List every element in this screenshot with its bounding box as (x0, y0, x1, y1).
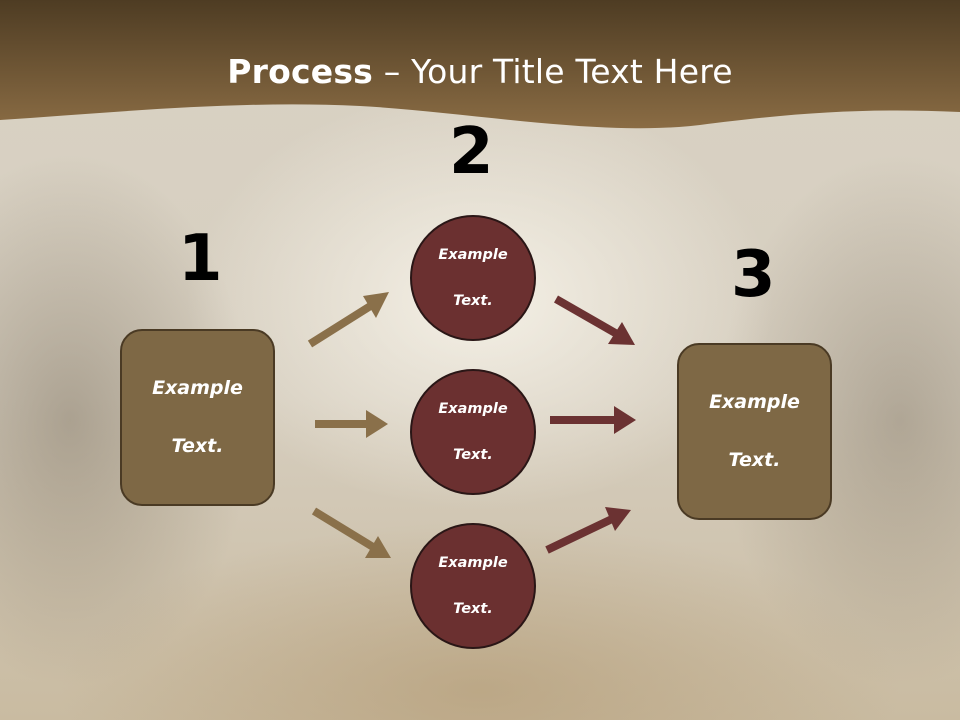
arrow-left-down (311, 507, 391, 558)
circle-top-line1: Example (438, 246, 508, 263)
circle-middle-line2: Text. (453, 446, 493, 463)
left-box-line1: Example (152, 377, 243, 399)
page-title: Process – Your Title Text Here (0, 52, 960, 91)
step-number-1: 1 (178, 222, 223, 296)
circle-bottom-line1: Example (438, 554, 508, 571)
step-number-3: 3 (731, 238, 776, 312)
arrow-right-down (554, 295, 635, 345)
arrow-left-mid (315, 410, 388, 438)
right-box-line2: Text. (728, 449, 781, 471)
arrow-right-up (545, 507, 631, 554)
circle-bottom-line2: Text. (453, 600, 493, 617)
circle-top-line2: Text. (453, 292, 493, 309)
title-rest: – Your Title Text Here (373, 52, 733, 91)
title-banner (0, 0, 960, 129)
arrow-right-mid (550, 406, 636, 434)
circle-middle-line1: Example (438, 400, 508, 417)
right-box-line1: Example (709, 391, 800, 413)
arrow-left-up (307, 292, 389, 348)
step-number-2: 2 (449, 115, 494, 189)
title-bold: Process (227, 52, 374, 91)
left-box-line2: Text. (171, 435, 224, 457)
